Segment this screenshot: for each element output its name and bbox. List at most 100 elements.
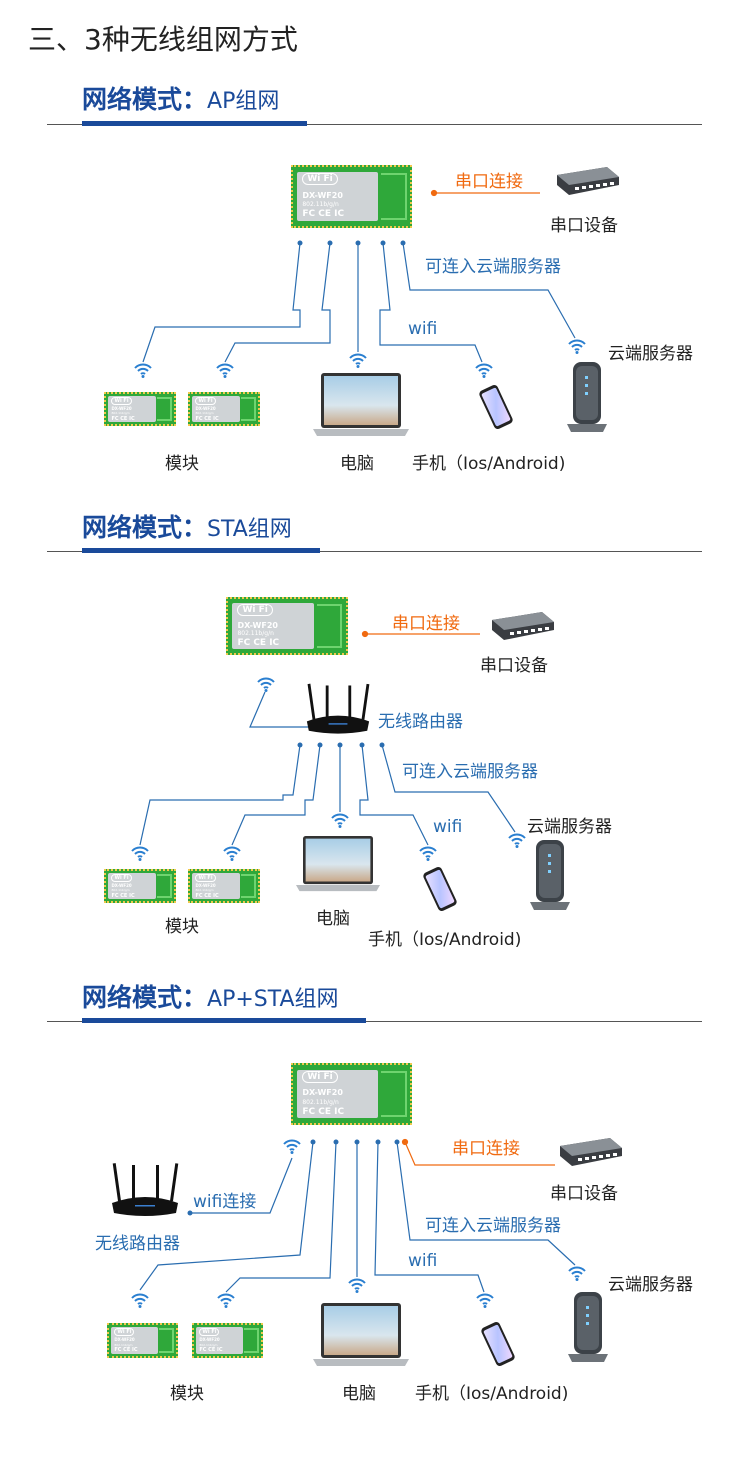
server-icon [530, 840, 570, 910]
cloud-server-label: 云端服务器 [527, 817, 612, 837]
title-mode: STA组网 [207, 517, 292, 542]
link-line [139, 744, 301, 846]
wifi-module-main: Wi Fi DX-WF20 802.11b/g/n FC CE IC [291, 1063, 412, 1125]
module-certs: FC CE IC [302, 1106, 345, 1117]
module-standard: 802.11b/g/n [237, 630, 274, 638]
serial-link-label: 串口连接 [455, 172, 523, 192]
link-line [381, 744, 516, 833]
laptop-icon [296, 835, 380, 893]
serial-device-label: 串口设备 [550, 216, 618, 236]
router-label: 无线路由器 [378, 712, 463, 732]
server-icon [567, 362, 607, 432]
wifi-label: wifi [408, 319, 438, 339]
cloud-link-label: 可连入云端服务器 [425, 257, 561, 277]
divider [47, 124, 702, 125]
pcb-antenna [159, 1328, 174, 1353]
module-label: 模块 [170, 1384, 204, 1404]
title-underline [82, 1018, 366, 1023]
wifi-icon [474, 362, 494, 378]
module-certs: FC CE IC [114, 1347, 138, 1354]
module-certs: FC CE IC [302, 209, 345, 220]
wifi-module: Wi Fi DX-WF20 802.11b/g/n FC CE IC [192, 1323, 263, 1358]
pc-label: 电脑 [340, 454, 374, 474]
module-model: DX-WF20 [302, 190, 343, 200]
wifi-logo: Wi Fi [302, 172, 338, 185]
pcb-antenna [380, 172, 407, 221]
link-line [249, 691, 310, 728]
serial-device-icon [558, 1136, 624, 1168]
cloud-server-label: 云端服务器 [608, 1275, 693, 1295]
phone-label: 手机（Ios/Android) [412, 454, 566, 474]
laptop-icon [313, 1302, 409, 1368]
serial-device-label: 串口设备 [480, 656, 548, 676]
section-title-ap: 网络模式：AP组网 [82, 80, 279, 116]
module-certs: FC CE IC [199, 1347, 223, 1354]
link-line [225, 1141, 337, 1293]
wifi-module-main: Wi Fi DX-WF20 802.11b/g/n FC CE IC [226, 597, 348, 655]
wifi-icon [567, 1265, 587, 1281]
serial-device-icon [555, 165, 621, 197]
phone-icon [478, 1320, 518, 1368]
divider [47, 1021, 702, 1022]
laptop-icon [313, 372, 409, 438]
wifi-logo: Wi Fi [199, 1328, 220, 1337]
router-icon [305, 683, 371, 737]
wifi-icon [330, 812, 350, 828]
link-line [139, 1141, 314, 1291]
phone-label: 手机（Ios/Android) [415, 1384, 569, 1404]
link-line [374, 1141, 485, 1293]
wifi-icon [216, 1292, 236, 1308]
pcb-antenna [241, 397, 256, 421]
link-line [402, 242, 576, 339]
divider [47, 551, 702, 552]
link-line [231, 744, 321, 846]
title-underline [82, 548, 320, 553]
module-model: DX-WF20 [195, 883, 216, 888]
wifi-module: Wi Fi DX-WF20 802.11b/g/n FC CE IC [107, 1323, 178, 1358]
title-mode: AP+STA组网 [207, 987, 339, 1012]
pc-label: 电脑 [316, 909, 350, 929]
module-label: 模块 [165, 917, 199, 937]
module-model: DX-WF20 [111, 406, 132, 411]
wifi-label: wifi [433, 817, 463, 837]
pcb-antenna [316, 604, 343, 648]
wifi-icon [418, 845, 438, 861]
module-standard: 802.11b/g/n [114, 1342, 133, 1347]
router-label: 无线路由器 [95, 1234, 180, 1254]
module-certs: FC CE IC [195, 892, 219, 899]
title-underline [82, 121, 307, 126]
title-prefix: 网络模式： [82, 85, 208, 114]
link-line [359, 744, 429, 846]
wifi-logo: Wi Fi [114, 1328, 135, 1337]
link-line [379, 242, 483, 363]
pcb-antenna [244, 1328, 259, 1353]
page-heading: 三、3种无线组网方式 [28, 23, 298, 56]
wifi-icon [348, 352, 368, 368]
wifi-logo: Wi Fi [237, 604, 273, 617]
cloud-link-label: 可连入云端服务器 [402, 762, 538, 782]
link-line [142, 242, 301, 363]
section-title-ap-sta: 网络模式：AP+STA组网 [82, 978, 339, 1014]
module-model: DX-WF20 [111, 883, 132, 888]
wifi-module: Wi Fi DX-WF20 802.11b/g/n FC CE IC [104, 869, 176, 903]
section-title-sta: 网络模式：STA组网 [82, 508, 292, 544]
link-line [190, 1157, 293, 1214]
module-standard: 802.11b/g/n [111, 411, 130, 416]
module-label: 模块 [165, 454, 199, 474]
phone-icon [420, 866, 460, 912]
module-model: DX-WF20 [195, 406, 216, 411]
pcb-antenna [157, 874, 172, 898]
wifi-logo: Wi Fi [111, 874, 132, 882]
link-line [396, 1141, 576, 1266]
phone-icon [476, 384, 516, 430]
wifi-icon [130, 845, 150, 861]
module-standard: 802.11b/g/n [302, 201, 339, 209]
wifi-icon [567, 338, 587, 354]
wifi-icon [475, 1292, 495, 1308]
wifi-icon [256, 676, 276, 692]
module-standard: 802.11b/g/n [195, 411, 214, 416]
title-prefix: 网络模式： [82, 983, 208, 1012]
cloud-server-label: 云端服务器 [608, 344, 693, 364]
module-standard: 802.11b/g/n [195, 888, 214, 893]
